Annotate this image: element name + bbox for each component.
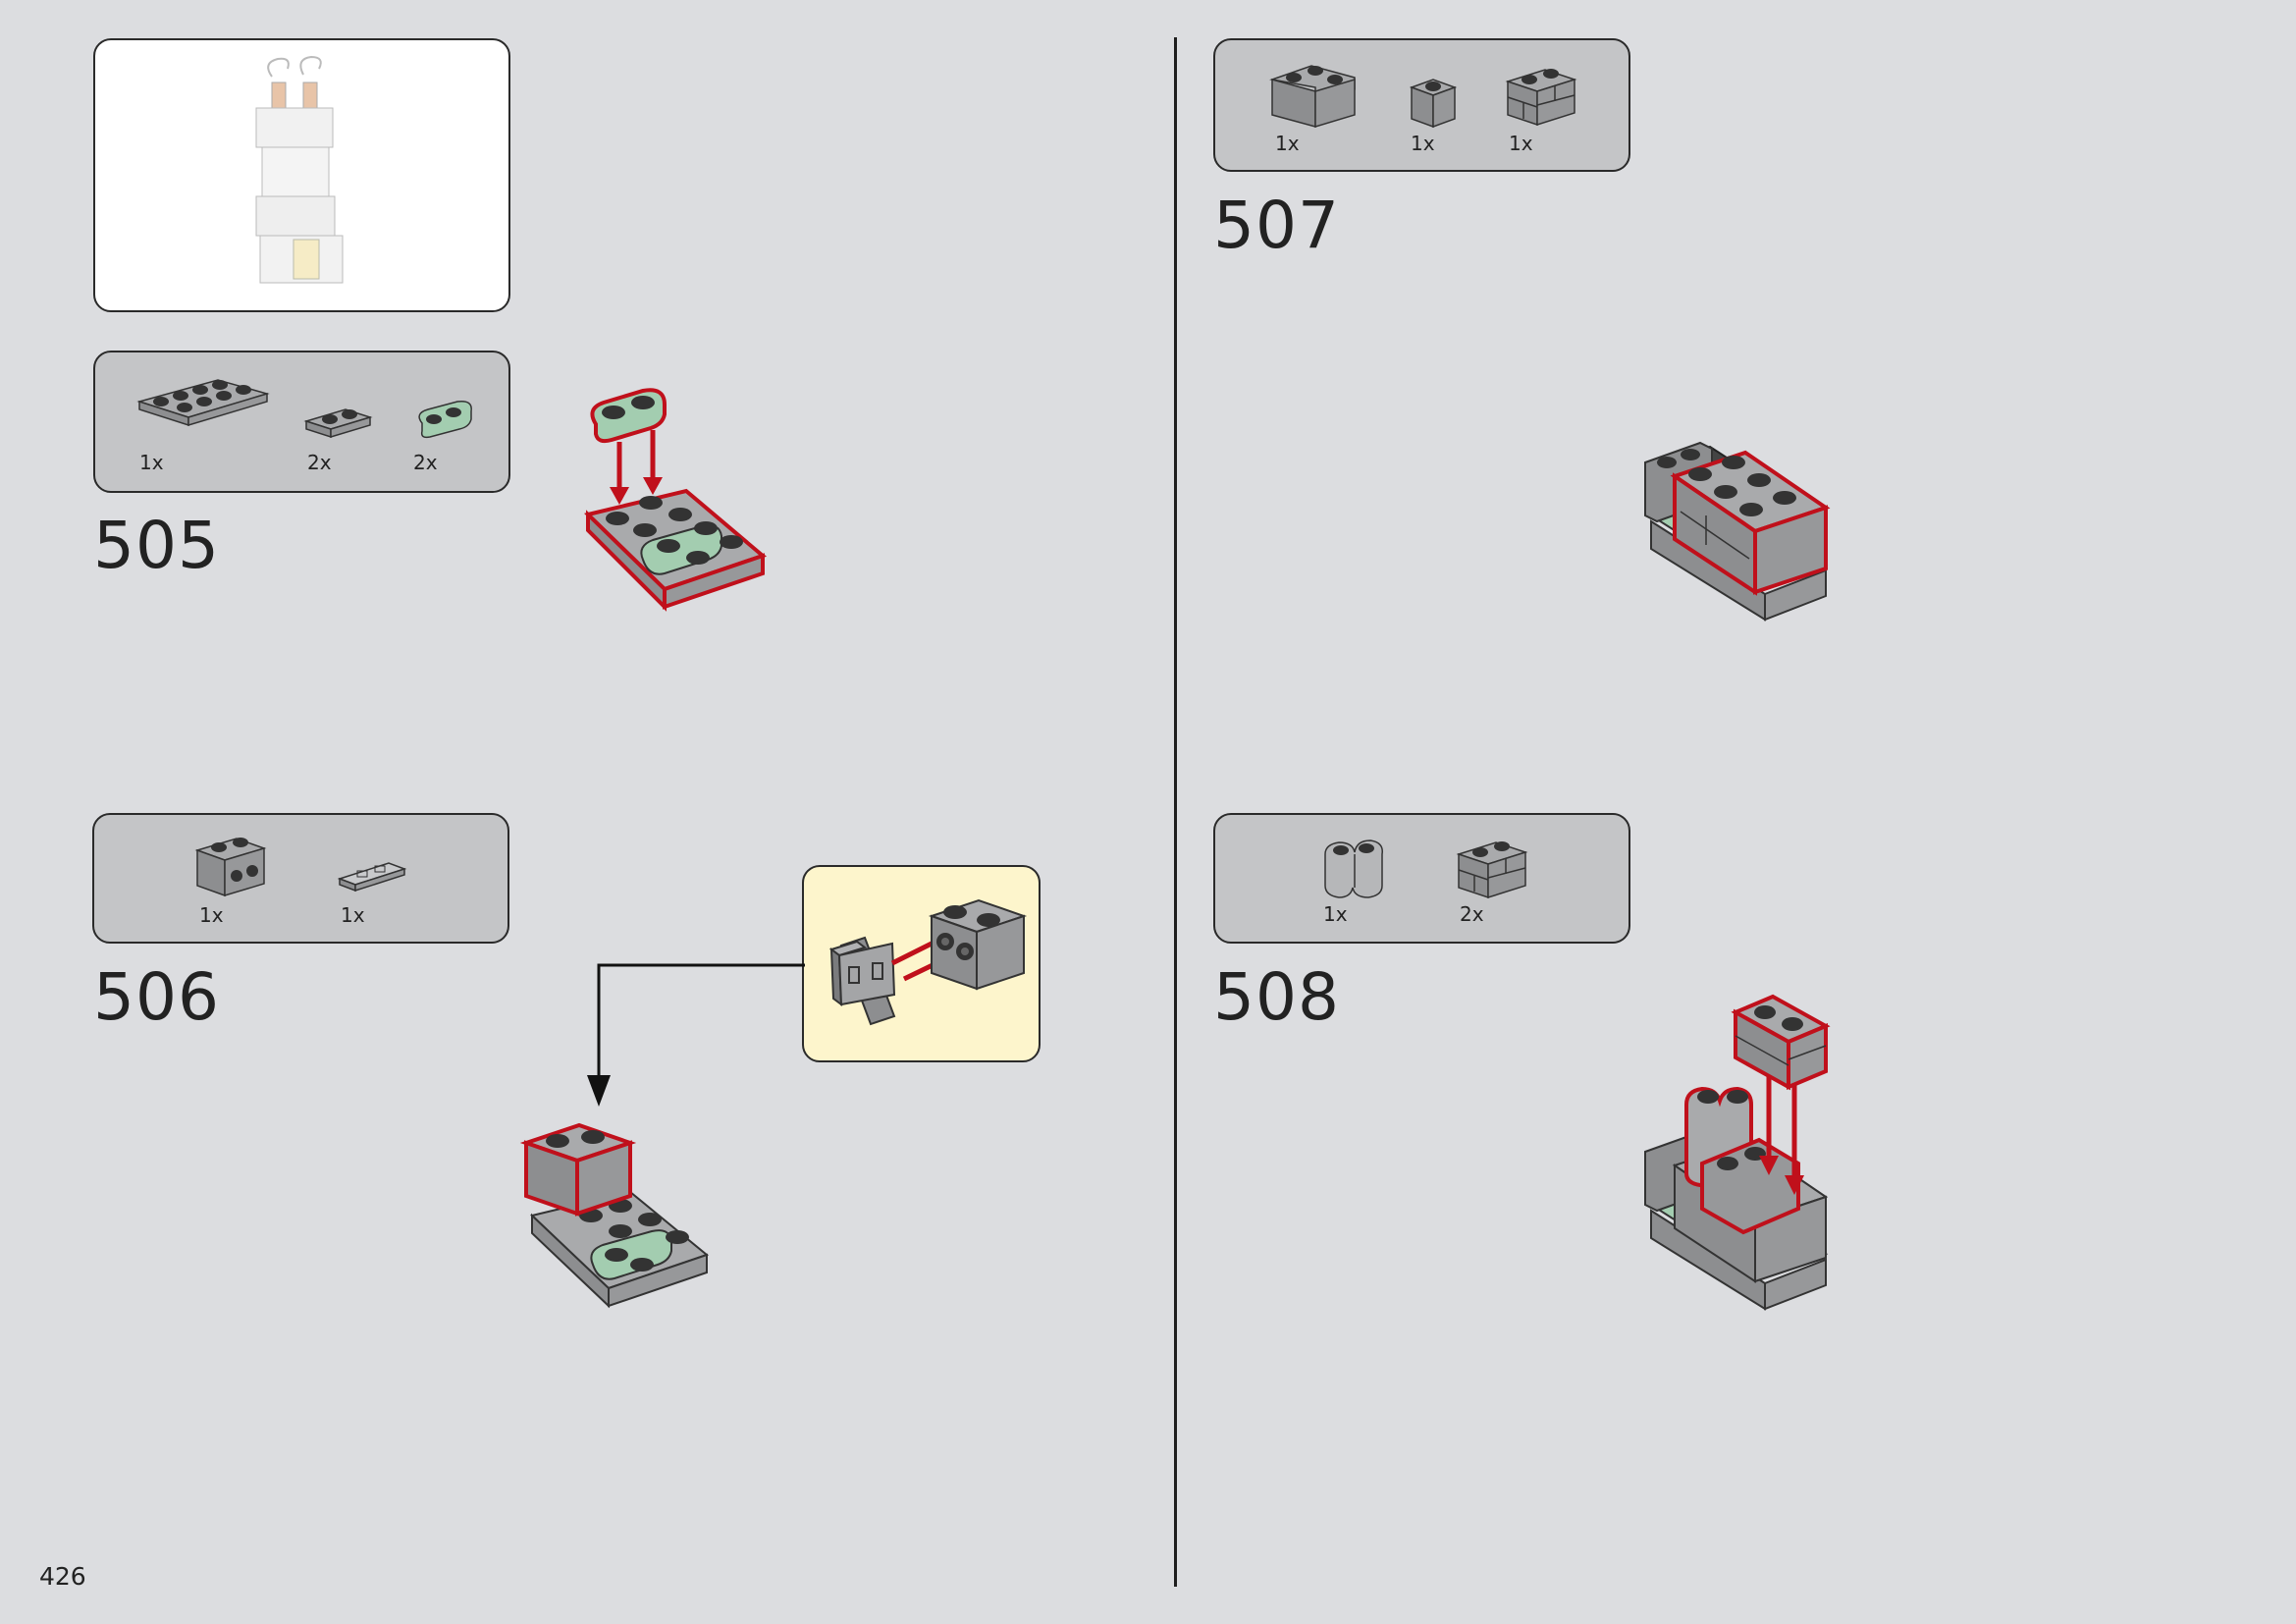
part-quantity: 2x	[1460, 902, 1484, 926]
step-505-parts-panel: 1x 2x 2x	[93, 351, 510, 493]
callout-pointer-arrow	[587, 963, 805, 1107]
step-number: 507	[1213, 188, 1340, 263]
callout-assembly-icon	[828, 898, 1028, 1026]
brick-1x1-gray-icon	[1409, 79, 1458, 129]
plate-2x4-gray-icon	[136, 379, 270, 427]
part-quantity: 2x	[413, 451, 438, 474]
step-506-callout	[802, 865, 1041, 1062]
model-overview-icon	[255, 55, 344, 284]
step-507-assembly-icon	[1644, 441, 1831, 622]
brick-masonry-gray-icon	[1505, 69, 1577, 127]
step-507-parts-panel: 1x 1x 1x	[1213, 38, 1630, 172]
step-number: 506	[93, 959, 220, 1035]
brick-round-gray-icon	[1324, 839, 1383, 898]
part-quantity: 1x	[1509, 132, 1533, 155]
plate-1x2-rounded-green-icon	[418, 400, 472, 439]
step-508-assembly-icon	[1644, 994, 1831, 1311]
plate-1x2-gray-icon	[303, 408, 373, 439]
part-quantity: 1x	[341, 903, 365, 927]
page-divider	[1174, 37, 1177, 1587]
step-506-parts-panel: 1x 1x	[92, 813, 509, 944]
step-508-parts-panel: 1x 2x	[1213, 813, 1630, 944]
part-quantity: 1x	[199, 903, 224, 927]
page-number: 426	[39, 1562, 86, 1591]
brick-masonry-gray-icon	[1456, 841, 1528, 899]
step-number: 505	[93, 508, 220, 583]
part-quantity: 1x	[1323, 902, 1348, 926]
tile-grille-icon	[337, 862, 407, 893]
part-quantity: 2x	[307, 451, 332, 474]
part-quantity: 1x	[1411, 132, 1435, 155]
step-505-assembly-icon	[584, 388, 767, 612]
part-quantity: 1x	[1275, 132, 1300, 155]
brick-1x2-studs-side-icon	[194, 838, 267, 897]
brick-corner-gray-icon	[1269, 65, 1356, 129]
part-quantity: 1x	[139, 451, 164, 474]
model-overview-panel	[93, 38, 510, 312]
step-number: 508	[1213, 959, 1340, 1035]
step-506-assembly-icon	[519, 1122, 710, 1309]
